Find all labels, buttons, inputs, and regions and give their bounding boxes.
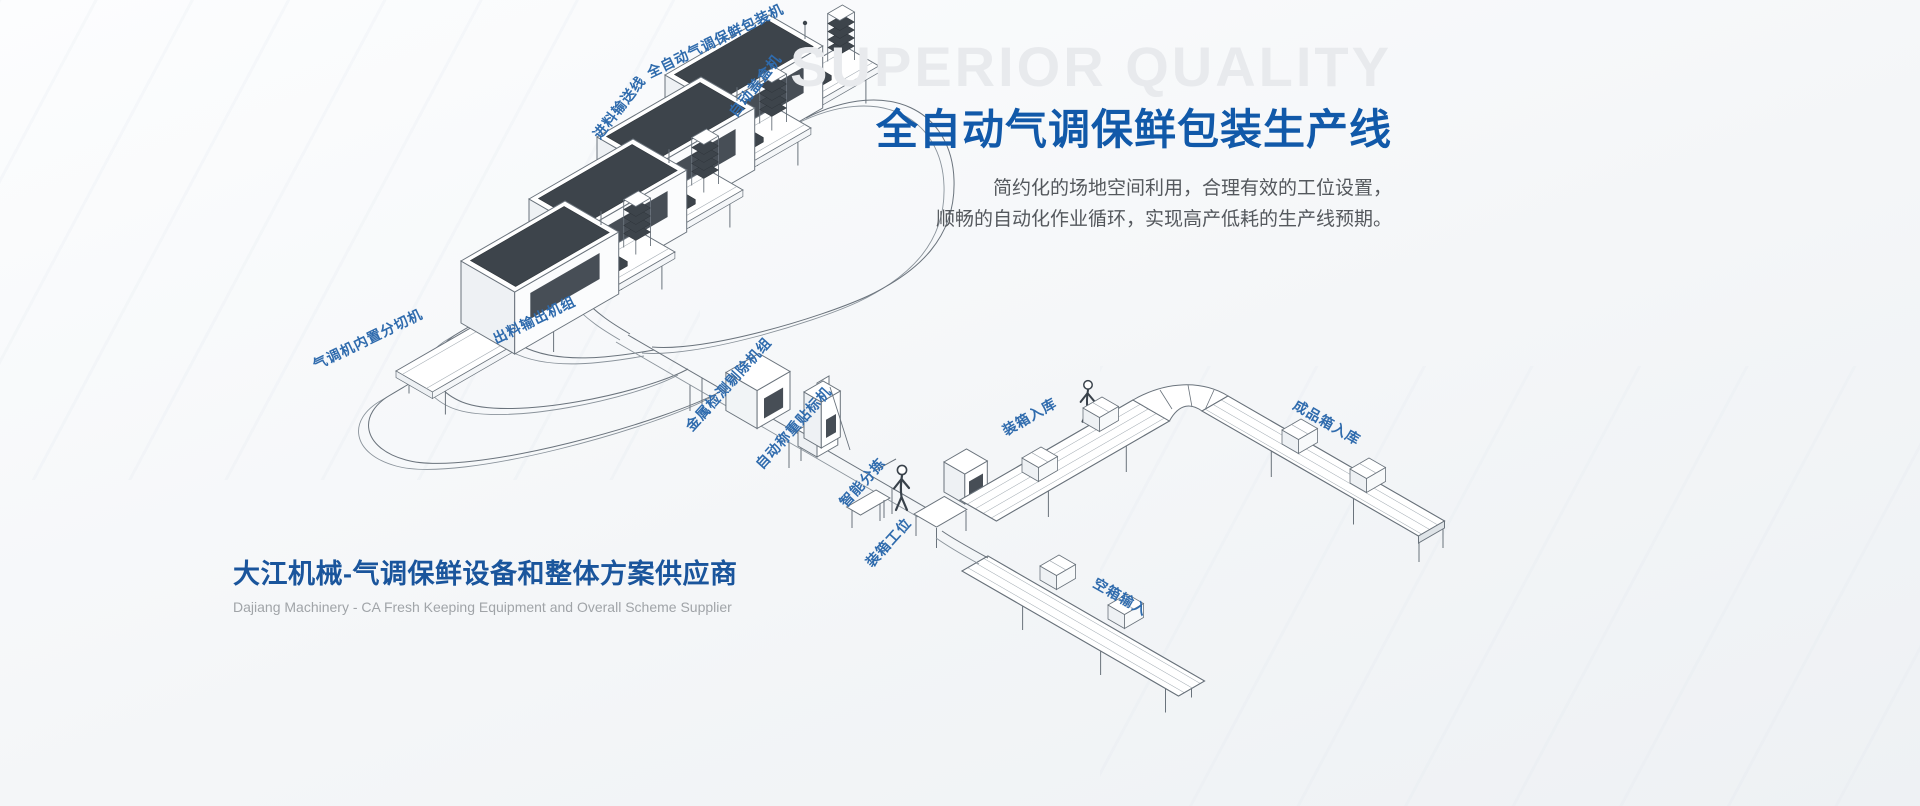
empty-carton [1039, 554, 1076, 590]
hero-text-block: 全自动气调保鲜包装生产线 简约化的场地空间利用，合理有效的工位设置， 顺畅的自动… [876, 96, 1392, 235]
worker-figure-1 [892, 464, 911, 512]
page-title: 全自动气调保鲜包装生产线 [875, 106, 1392, 153]
label-packing-station: 装箱工位 [862, 515, 915, 571]
sorting-diverter [845, 458, 897, 528]
empty-carton-conveyor [935, 530, 1206, 713]
label-built-in-slitter: 气调机内置分切机 [309, 306, 425, 373]
labeling-machine [803, 380, 851, 451]
machine-line-4 [395, 190, 676, 415]
hero-subtitle-line-1: 简约化的场地空间利用，合理有效的工位设置， [992, 178, 1392, 199]
label-carton-inbound: 装箱入库 [999, 395, 1060, 439]
watermark-text: SUPERIOR QUALITY [790, 35, 1392, 98]
hero-subtitle: 简约化的场地空间利用，合理有效的工位设置， 顺畅的自动化作业循环，实现高产低耗的… [876, 173, 1392, 235]
brand-subtitle: Dajiang Machinery - CA Fresh Keeping Equ… [233, 599, 732, 615]
carton-inbound-conveyor [959, 399, 1171, 522]
hero-subtitle-line-2: 顺畅的自动化作业循环，实现高产低耗的生产线预期。 [935, 209, 1392, 230]
brand-title: 大江机械-气调保鲜设备和整体方案供应商 [233, 559, 738, 589]
brand-text-block: 大江机械-气调保鲜设备和整体方案供应商 Dajiang Machinery - … [233, 552, 738, 615]
metal-detector [724, 352, 792, 430]
